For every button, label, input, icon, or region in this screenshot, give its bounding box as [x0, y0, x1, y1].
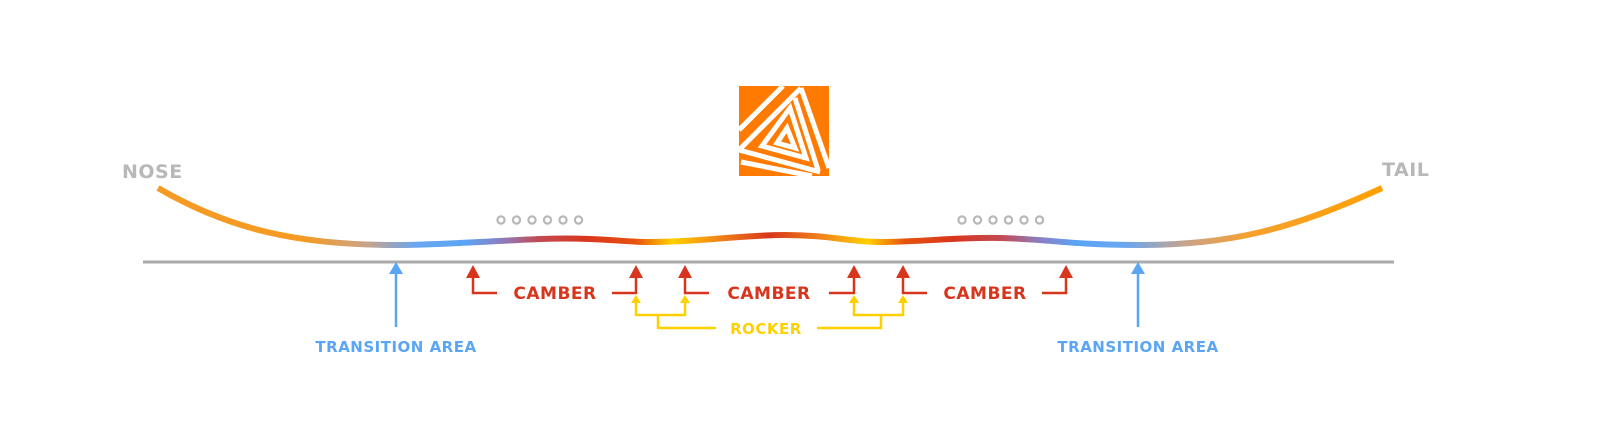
- camber-label-center: CAMBER: [727, 284, 810, 304]
- camber-label-left: CAMBER: [513, 284, 596, 304]
- transition-arrow-left: [389, 262, 403, 327]
- brand-logo-icon: [737, 84, 832, 179]
- insert-hole: [1034, 215, 1045, 225]
- transition-label-left: TRANSITION AREA: [315, 338, 476, 356]
- insert-hole: [511, 215, 522, 225]
- insert-hole: [972, 215, 983, 225]
- tail-label: TAIL: [1382, 159, 1429, 181]
- insert-hole: [1019, 215, 1029, 225]
- camber-bracket-left: [471, 274, 638, 295]
- camber-bracket-right: [901, 274, 1068, 295]
- insert-holes: [496, 215, 1045, 225]
- transition-arrow-right: [1131, 262, 1145, 327]
- insert-hole: [573, 215, 584, 225]
- camber-label-right: CAMBER: [943, 284, 1026, 304]
- insert-hole: [957, 215, 967, 225]
- rocker-label: ROCKER: [730, 320, 802, 338]
- insert-hole: [496, 215, 506, 225]
- insert-hole: [988, 215, 998, 225]
- rocker-bracket-left: [634, 302, 716, 330]
- rocker-arrowheads: [631, 295, 908, 303]
- insert-hole: [542, 215, 553, 225]
- rocker-bracket-right: [817, 302, 905, 330]
- insert-hole: [527, 215, 537, 225]
- insert-hole: [558, 215, 568, 225]
- camber-bracket-center: [683, 274, 856, 295]
- insert-hole: [1003, 215, 1014, 225]
- camber-arrowheads: [466, 265, 1073, 278]
- transition-label-right: TRANSITION AREA: [1057, 338, 1218, 356]
- board-profile-line: [156, 185, 1384, 249]
- nose-label: NOSE: [122, 161, 183, 183]
